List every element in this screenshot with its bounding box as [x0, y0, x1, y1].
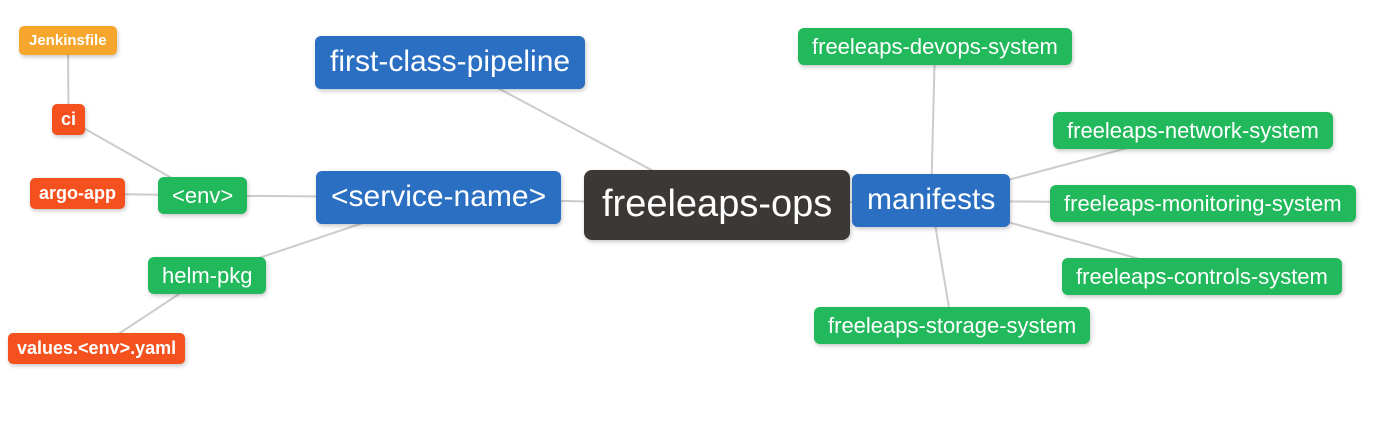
node-freeleaps-network-system[interactable]: freeleaps-network-system [1053, 112, 1333, 150]
node-freeleaps-monitoring-system[interactable]: freeleaps-monitoring-system [1050, 185, 1356, 223]
node-freeleaps-devops-system[interactable]: freeleaps-devops-system [798, 28, 1072, 66]
node-ci[interactable]: ci [52, 104, 86, 135]
node-service-name[interactable]: <service-name> [316, 171, 562, 224]
node-helm-pkg[interactable]: helm-pkg [148, 257, 267, 295]
node-manifests[interactable]: manifests [852, 174, 1011, 227]
node-jenkinsfile[interactable]: Jenkinsfile [19, 26, 117, 56]
node-first-class-pipeline[interactable]: first-class-pipeline [315, 36, 586, 89]
node-freeleaps-controls-system[interactable]: freeleaps-controls-system [1062, 258, 1342, 296]
node-freeleaps-storage-system[interactable]: freeleaps-storage-system [814, 307, 1091, 345]
node-values-env-yaml[interactable]: values.<env>.yaml [8, 333, 186, 364]
node-env[interactable]: <env> [158, 177, 248, 215]
node-freeleaps-ops-root[interactable]: freeleaps-ops [584, 170, 851, 240]
node-argo-app[interactable]: argo-app [30, 178, 126, 209]
